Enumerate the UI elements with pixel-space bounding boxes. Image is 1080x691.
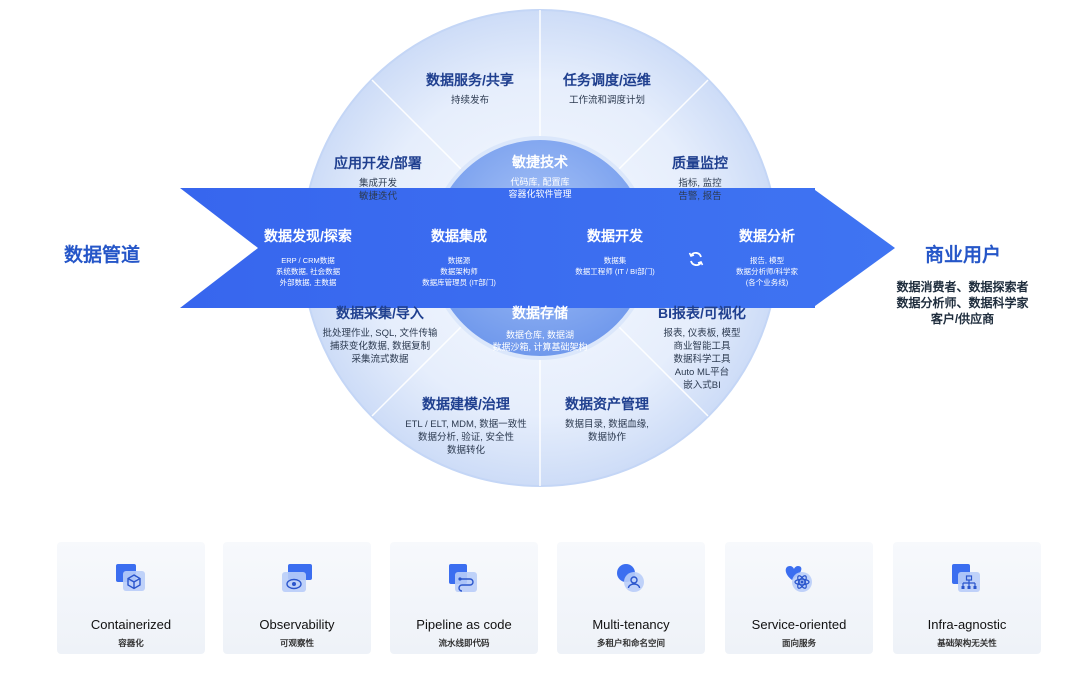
segment-title: 数据服务/共享: [426, 72, 514, 88]
business-user-line: 数据消费者、数据探索者: [896, 280, 1029, 294]
pipeline-arrow: [180, 188, 895, 308]
segment-line: ETL / ELT, MDM, 数据一致性: [405, 419, 527, 430]
stage-line: 数据工程师 (IT / BI部门): [575, 267, 655, 276]
segment-title: 应用开发/部署: [334, 155, 422, 171]
stage-data-development: 数据开发 数据集 数据工程师 (IT / BI部门): [560, 226, 670, 277]
feature-subtitle: 容器化: [118, 638, 144, 648]
hub-title: 数据存储: [512, 305, 568, 321]
business-user-line: 数据分析师、数据科学家: [896, 296, 1029, 310]
stage-line: 外部数据, 主数据: [279, 278, 337, 287]
feature-title: Observability: [259, 617, 335, 632]
wheel-graphic: [180, 9, 895, 487]
hub-line: 代码库, 配置库: [510, 177, 570, 187]
feature-card-infra-agnostic: Infra-agnostic 基础架构无关性: [893, 542, 1041, 654]
segment-line: 批处理作业, SQL, 文件传输: [322, 328, 438, 339]
segment-data-service: 数据服务/共享 持续发布: [410, 70, 530, 107]
segment-line: 指标, 监控: [678, 178, 722, 189]
hub-title: 敏捷技术: [512, 154, 568, 170]
stage-title: 数据发现/探索: [264, 228, 352, 244]
segment-line: 告警, 报告: [678, 191, 722, 202]
segment-line: 报表, 仪表板, 模型: [663, 328, 741, 339]
stage-line: 数据架构师: [440, 267, 478, 276]
eye-monitor-icon: [282, 564, 312, 592]
stage-line: (各个业务线): [745, 278, 789, 287]
business-users-title: 商业用户: [925, 245, 1002, 266]
stage-line: 数据源: [447, 256, 471, 265]
segment-line: 捕获变化数据, 数据复制: [329, 341, 431, 352]
feature-title: Containerized: [90, 617, 172, 632]
feature-subtitle: 流水线即代码: [438, 638, 490, 648]
segment-line: 敏捷迭代: [358, 191, 397, 202]
container-cube-icon: [116, 564, 145, 591]
segment-line: 数据目录, 数据血缘,: [565, 419, 649, 430]
stage-line: 数据集: [603, 256, 627, 265]
multi-tenant-icon: [617, 564, 644, 592]
feature-title: Infra-agnostic: [927, 617, 1007, 632]
feature-subtitle: 面向服务: [781, 638, 816, 648]
segment-quality-monitor: 质量监控 指标, 监控 告警, 报告: [645, 153, 755, 203]
service-atom-icon: [785, 566, 812, 592]
stage-line: 报告, 模型: [749, 256, 785, 265]
pipeline-label: 数据管道: [64, 245, 141, 266]
stage-data-analysis: 数据分析 报告, 模型 数据分析师/科学家 (各个业务线): [712, 226, 822, 288]
segment-line: 数据协作: [587, 432, 626, 443]
data-pipeline-diagram: 数据管道 商业用户 数据消费者、数据探索者 数据分析师、数据科学家 客户/供应商…: [64, 9, 1040, 487]
feature-card-observability: Observability 可观察性: [223, 542, 371, 654]
hub-line: 容器化软件管理: [508, 189, 572, 199]
segment-title: 数据建模/治理: [422, 396, 510, 412]
feature-title: Multi-tenancy: [592, 617, 670, 632]
stage-title: 数据开发: [587, 228, 643, 244]
hub-line: 数据仓库, 数据湖: [505, 330, 574, 340]
feature-title: Service-oriented: [751, 617, 847, 632]
refresh-icon: [688, 252, 704, 266]
segment-title: BI报表/可视化: [658, 305, 746, 321]
business-user-line: 客户/供应商: [930, 312, 995, 326]
segment-line: 数据科学工具: [673, 354, 731, 365]
segment-line: 数据转化: [446, 445, 485, 456]
pipeline-code-icon: [449, 564, 477, 592]
feature-subtitle: 基础架构无关性: [937, 638, 997, 648]
segment-line: 持续发布: [450, 95, 489, 106]
segment-app-dev: 应用开发/部署 集成开发 敏捷迭代: [318, 153, 438, 203]
segment-title: 质量监控: [672, 155, 728, 171]
segment-line: 数据分析, 验证, 安全性: [417, 432, 515, 443]
feature-card-multi-tenancy: Multi-tenancy 多租户和命名空间: [557, 542, 705, 654]
feature-card-service-oriented: Service-oriented 面向服务: [725, 542, 873, 654]
stage-line: ERP / CRM数据: [281, 256, 335, 265]
segment-task-scheduling: 任务调度/运维 工作流和调度计划: [547, 70, 667, 107]
hub-line: 数据沙箱, 计算基础架构: [492, 342, 588, 352]
segment-data-modeling: 数据建模/治理 ETL / ELT, MDM, 数据一致性 数据分析, 验证, …: [392, 394, 540, 457]
stage-data-integration: 数据集成 数据源 数据架构师 数据库管理员 (IT部门): [404, 226, 514, 288]
segment-title: 任务调度/运维: [563, 72, 651, 88]
stage-line: 数据分析师/科学家: [735, 267, 799, 276]
segment-dividers: [371, 10, 709, 486]
segment-line: 工作流和调度计划: [568, 95, 645, 106]
segment-line: 集成开发: [358, 178, 397, 189]
hub-agile-tech: 敏捷技术 代码库, 配置库 容器化软件管理: [480, 152, 600, 200]
stage-line: 数据库管理员 (IT部门): [422, 278, 496, 287]
business-users-list: 数据消费者、数据探索者 数据分析师、数据科学家 客户/供应商: [885, 279, 1040, 327]
segment-line: 商业智能工具: [673, 341, 731, 352]
feature-subtitle: 可观察性: [279, 638, 314, 648]
stage-line: 系统数据, 社会数据: [275, 267, 341, 276]
feature-subtitle: 多租户和命名空间: [596, 638, 665, 648]
segment-data-asset: 数据资产管理 数据目录, 数据血缘, 数据协作: [545, 394, 669, 444]
stage-data-discovery: 数据发现/探索 ERP / CRM数据 系统数据, 社会数据 外部数据, 主数据: [248, 226, 368, 288]
segment-title: 数据采集/导入: [336, 305, 424, 321]
segment-data-collection: 数据采集/导入 批处理作业, SQL, 文件传输 捕获变化数据, 数据复制 采集…: [305, 303, 455, 366]
segment-bi-visualization: BI报表/可视化 报表, 仪表板, 模型 商业智能工具 数据科学工具 Auto …: [637, 303, 767, 392]
feature-card-containerized: Containerized 容器化: [57, 542, 205, 654]
segment-title: 数据资产管理: [565, 396, 649, 412]
segment-line: 嵌入式BI: [683, 380, 721, 391]
stage-title: 数据集成: [431, 228, 487, 244]
stage-title: 数据分析: [739, 228, 795, 244]
feature-card-pipeline-as-code: Pipeline as code 流水线即代码: [390, 542, 538, 654]
feature-title: Pipeline as code: [416, 617, 512, 632]
segment-line: Auto ML平台: [674, 367, 730, 378]
infra-hierarchy-icon: [952, 564, 980, 592]
segment-line: 采集流式数据: [351, 354, 409, 365]
hub-data-storage: 数据存储 数据仓库, 数据湖 数据沙箱, 计算基础架构: [470, 303, 610, 353]
